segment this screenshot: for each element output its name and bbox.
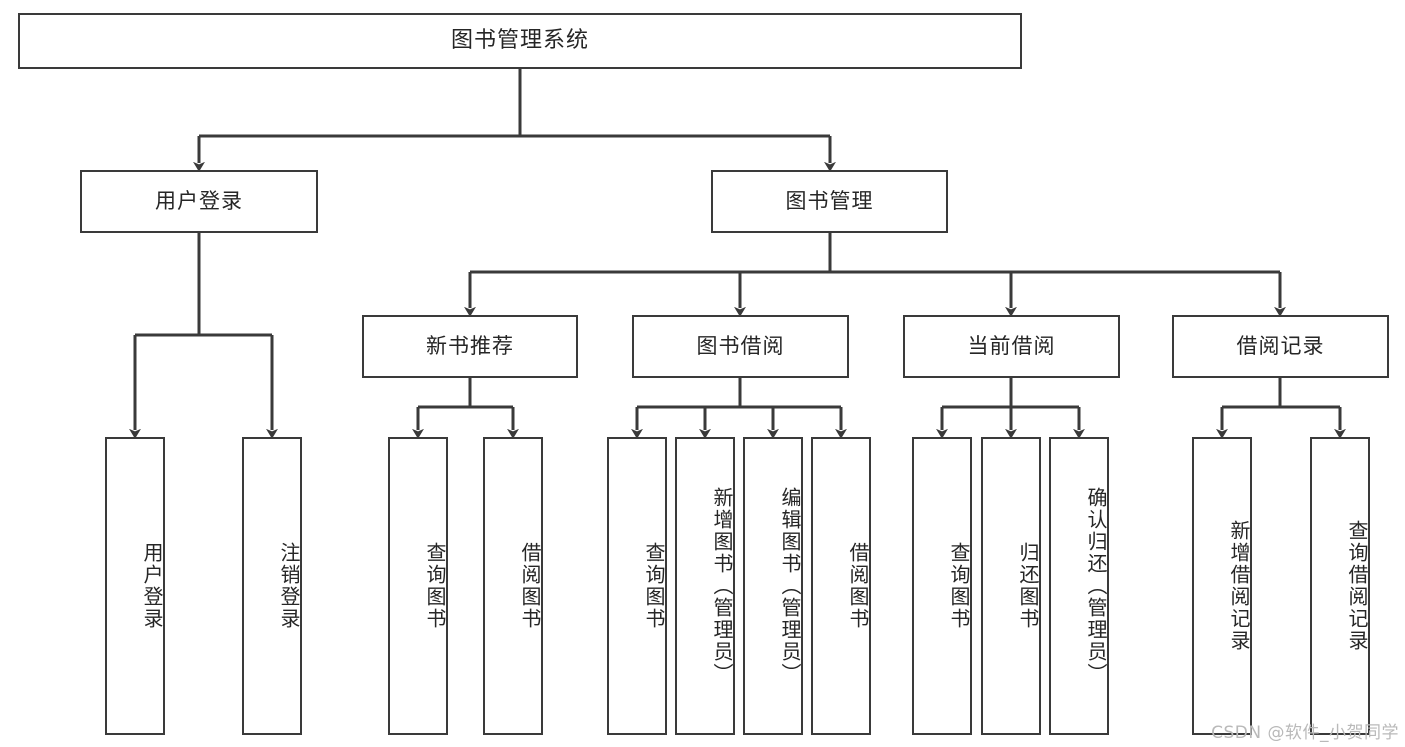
node-label: 新书推荐 <box>426 333 514 358</box>
node-label: 编辑图书（管理员） <box>778 487 802 685</box>
node-label: 图书借阅 <box>696 333 785 358</box>
node-label: 新增图书（管理员） <box>710 487 734 685</box>
node-label: 注销登录 <box>277 542 301 630</box>
node-label: 新增借阅记录 <box>1227 520 1251 652</box>
node-label: 当前借阅 <box>967 333 1056 358</box>
node-label: 查询图书 <box>423 542 447 630</box>
node-current-borrow[interactable]: 当前借阅 <box>903 315 1120 378</box>
node-book-borrow[interactable]: 图书借阅 <box>632 315 849 378</box>
node-user-login[interactable]: 用户登录 <box>80 170 318 233</box>
node-label: 查询借阅记录 <box>1345 520 1369 652</box>
leaf-book-borrow-query[interactable]: 查询图书 <box>607 437 667 735</box>
node-label: 确认归还（管理员） <box>1084 487 1108 685</box>
node-label: 借阅图书 <box>518 542 542 630</box>
leaf-user-login-login[interactable]: 用户登录 <box>105 437 165 735</box>
node-label: 查询图书 <box>642 542 666 630</box>
leaf-book-borrow-borrow[interactable]: 借阅图书 <box>811 437 871 735</box>
leaf-user-login-logout[interactable]: 注销登录 <box>242 437 302 735</box>
watermark: CSDN @软件_小贺同学 <box>1211 723 1399 743</box>
leaf-borrow-record-query[interactable]: 查询借阅记录 <box>1310 437 1370 735</box>
node-new-book-recommend[interactable]: 新书推荐 <box>362 315 578 378</box>
node-label: 图书管理系统 <box>450 27 589 53</box>
node-label: 归还图书 <box>1016 542 1040 630</box>
node-label: 借阅图书 <box>846 542 870 630</box>
leaf-borrow-record-add[interactable]: 新增借阅记录 <box>1192 437 1252 735</box>
node-label: 借阅记录 <box>1236 333 1325 358</box>
node-root-system[interactable]: 图书管理系统 <box>18 13 1022 69</box>
leaf-current-borrow-query[interactable]: 查询图书 <box>912 437 972 735</box>
leaf-current-borrow-return[interactable]: 归还图书 <box>981 437 1041 735</box>
leaf-book-borrow-add[interactable]: 新增图书（管理员） <box>675 437 735 735</box>
leaf-current-borrow-confirm-return[interactable]: 确认归还（管理员） <box>1049 437 1109 735</box>
leaf-new-book-query[interactable]: 查询图书 <box>388 437 448 735</box>
leaf-book-borrow-edit[interactable]: 编辑图书（管理员） <box>743 437 803 735</box>
node-label: 用户登录 <box>155 188 243 213</box>
node-label: 用户登录 <box>140 542 164 630</box>
leaf-new-book-borrow[interactable]: 借阅图书 <box>483 437 543 735</box>
node-borrow-record[interactable]: 借阅记录 <box>1172 315 1389 378</box>
node-book-management[interactable]: 图书管理 <box>711 170 948 233</box>
node-label: 查询图书 <box>947 542 971 630</box>
node-label: 图书管理 <box>785 188 874 213</box>
